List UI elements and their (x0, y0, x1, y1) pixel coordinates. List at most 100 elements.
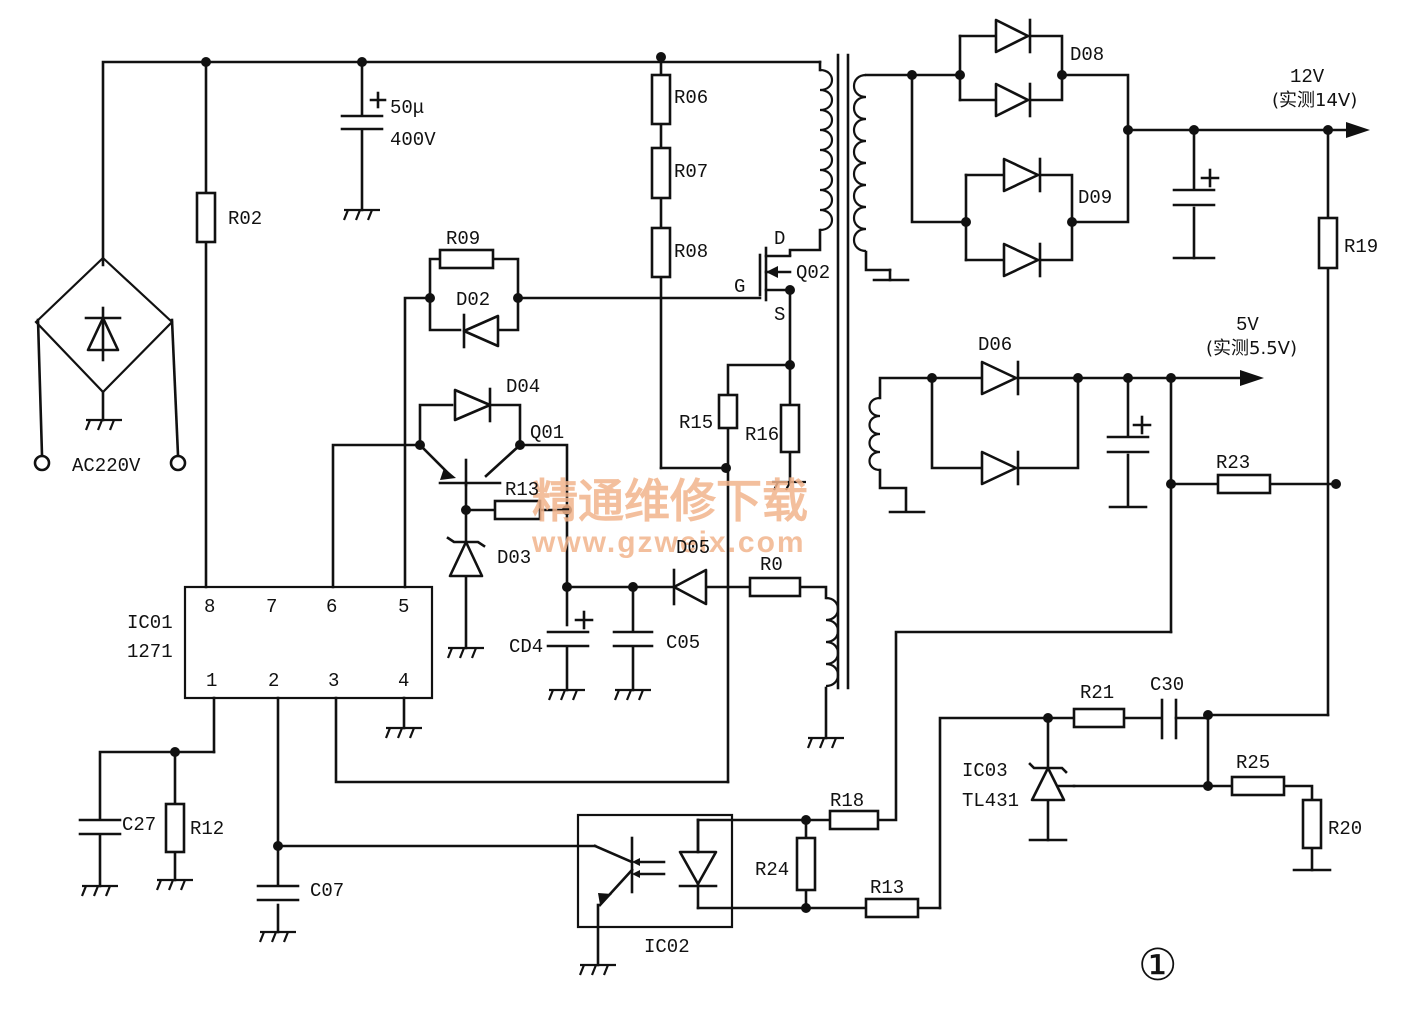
label-r08: R08 (674, 241, 708, 263)
label-c07: C07 (310, 880, 344, 902)
label-q01: Q01 (530, 422, 564, 444)
label-pin6: 6 (326, 596, 337, 618)
transformer (819, 53, 881, 690)
label-ic01-b: 1271 (127, 641, 173, 663)
label-pin5: 5 (398, 596, 409, 618)
resistor-r18 (828, 809, 880, 831)
label-ic03-a: IC03 (962, 760, 1008, 782)
label-cap-50u: 50μ (390, 97, 424, 119)
diode-d09-b (1002, 242, 1040, 278)
label-c27: C27 (122, 814, 156, 836)
primary-wires (36, 60, 828, 934)
label-r21: R21 (1080, 682, 1114, 704)
label-d05: D05 (676, 537, 710, 559)
arrows (440, 122, 1370, 905)
secondary-wires (576, 34, 1347, 967)
label-d09: D09 (1078, 187, 1112, 209)
ic01-package (183, 585, 434, 700)
label-r25: R25 (1236, 752, 1270, 774)
label-r07: R07 (674, 161, 708, 183)
label-r09: R09 (446, 228, 480, 250)
label-out-12v: 12V (1290, 66, 1325, 88)
label-r24: R24 (755, 859, 789, 881)
resistor-r07 (650, 146, 672, 200)
resistors (164, 73, 1339, 919)
resistor-r02 (195, 191, 217, 244)
bridge-rectifier (33, 256, 187, 472)
watermark-cn: 精通维修下载 (532, 474, 808, 528)
label-r13a: R13 (505, 479, 539, 501)
resistor-r15 (717, 393, 739, 430)
resistor-r23 (1216, 473, 1272, 495)
label-d08: D08 (1070, 44, 1104, 66)
opto-led (678, 850, 718, 886)
resistor-r06 (650, 73, 672, 126)
label-r12: R12 (190, 818, 224, 840)
resistor-r12 (164, 802, 186, 854)
watermark-url: www.gzweix.com (531, 526, 806, 559)
ground-symbols (80, 208, 1332, 976)
label-pin3: 3 (328, 670, 339, 692)
label-q02: Q02 (796, 262, 830, 284)
label-r15: R15 (679, 412, 713, 434)
label-r19: R19 (1344, 236, 1378, 258)
label-pin-g: G (734, 276, 745, 298)
label-pin-d: D (774, 228, 785, 250)
capacitors (78, 91, 1220, 902)
label-r18: R18 (830, 790, 864, 812)
label-pin7: 7 (266, 596, 277, 618)
resistor-r0 (748, 576, 802, 598)
resistor-r09 (438, 248, 495, 270)
resistor-r21 (1072, 707, 1126, 729)
diode-d06-a (980, 360, 1018, 396)
label-c30: C30 (1150, 674, 1184, 696)
label-ic02: IC02 (644, 936, 690, 958)
labels: 50μ 400V R06 R07 R08 R02 R09 D02 D04 Q01… (72, 44, 1378, 991)
resistor-r24 (795, 836, 817, 892)
resistor-r08 (650, 226, 672, 279)
label-r20: R20 (1328, 818, 1362, 840)
resistor-r25 (1230, 775, 1286, 797)
label-pin-s: S (774, 304, 785, 326)
label-out-12v-measured: (实测14V) (1272, 90, 1357, 111)
label-r16: R16 (745, 424, 779, 446)
junctions (170, 52, 1341, 913)
resistor-r13-primary (493, 499, 542, 521)
label-ic01-a: IC01 (127, 612, 173, 634)
label-pin2: 2 (268, 670, 279, 692)
resistor-r16 (779, 403, 801, 454)
diode-d09-a (1002, 157, 1040, 193)
label-d04: D04 (506, 376, 540, 398)
resistor-r13-secondary (864, 897, 920, 919)
label-r13b: R13 (870, 877, 904, 899)
label-ic03-b: TL431 (962, 790, 1019, 812)
label-pin8: 8 (204, 596, 215, 618)
resistor-r19 (1317, 216, 1339, 270)
diode-d05 (672, 568, 708, 606)
diode-d08-b (994, 82, 1030, 118)
label-pin1: 1 (206, 670, 217, 692)
diodes (446, 18, 1076, 888)
label-c05: C05 (666, 632, 700, 654)
label-d06: D06 (978, 334, 1012, 356)
label-out-5v-measured: (实测5.5V) (1206, 338, 1297, 359)
figure-number: ① (1138, 940, 1177, 991)
label-r02: R02 (228, 208, 262, 230)
diode-d02 (462, 314, 500, 348)
label-cd4: CD4 (509, 636, 543, 658)
zener-d03 (448, 540, 484, 578)
label-pin4: 4 (398, 670, 409, 692)
resistor-r20 (1301, 798, 1323, 850)
label-r23: R23 (1216, 452, 1250, 474)
label-r06: R06 (674, 87, 708, 109)
label-out-5v: 5V (1236, 314, 1259, 336)
diode-d06-b (980, 450, 1018, 486)
diode-d04 (453, 388, 492, 422)
label-ac220v: AC220V (72, 455, 141, 477)
diode-d08-a (994, 18, 1030, 54)
label-cap-400v: 400V (390, 129, 436, 151)
tl431-regulator (1030, 766, 1066, 802)
label-d02: D02 (456, 289, 490, 311)
label-d03: D03 (497, 547, 531, 569)
